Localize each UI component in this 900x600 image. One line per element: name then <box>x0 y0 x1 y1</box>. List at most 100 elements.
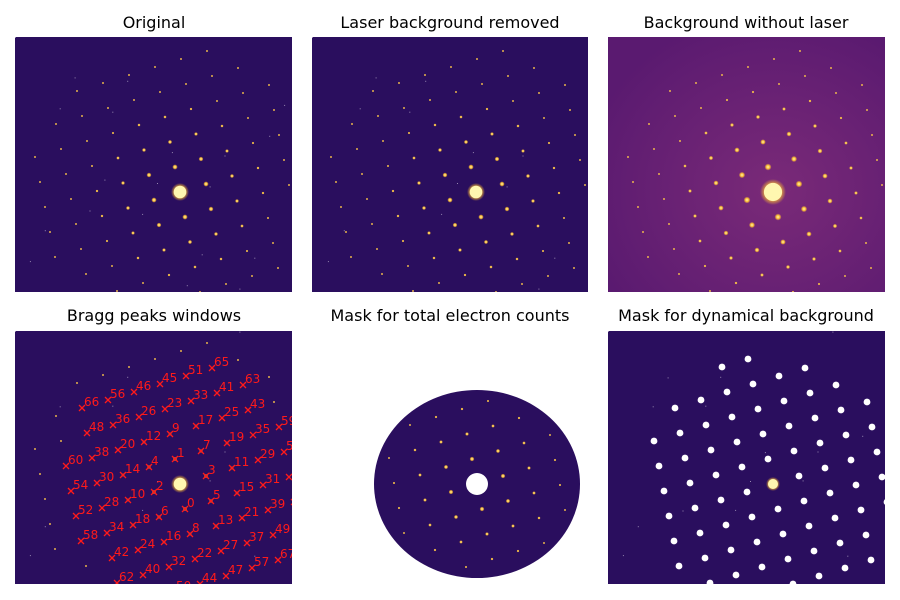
bragg-spot <box>869 266 873 270</box>
bragg-spot <box>69 197 73 201</box>
peak-mask <box>784 555 792 563</box>
peak-label: 33 <box>193 388 208 402</box>
bragg-spot <box>357 440 359 442</box>
bragg-spot <box>511 99 515 103</box>
bragg-spot <box>346 523 348 525</box>
peak-mask <box>717 496 725 504</box>
bragg-spot <box>167 273 171 277</box>
bragg-spot <box>158 90 162 94</box>
peak-mask <box>743 488 751 496</box>
bragg-spot <box>499 181 505 187</box>
bragg-spot <box>156 222 162 228</box>
noise-pixel <box>764 452 766 454</box>
peak-mask <box>732 571 740 579</box>
peak-label: 24 <box>140 537 155 551</box>
bragg-spot <box>241 91 245 95</box>
bragg-spot <box>491 424 495 428</box>
bragg-spot <box>569 400 573 404</box>
bragg-spot <box>798 49 802 53</box>
peak-label: 12 <box>146 429 161 443</box>
bragg-spot <box>677 272 681 276</box>
peak-marker <box>165 563 173 571</box>
bragg-spot <box>477 350 479 352</box>
peak-marker <box>269 531 277 539</box>
bragg-spot <box>458 248 462 252</box>
peak-marker <box>109 421 117 429</box>
peak-label: 57 <box>254 555 269 569</box>
peak-mask <box>655 462 663 470</box>
peak-label: 35 <box>255 422 270 436</box>
bragg-spot <box>693 214 697 218</box>
peak-mask <box>681 454 689 462</box>
title-mask-dynamical-background: Mask for dynamical background <box>618 306 874 325</box>
peak-marker <box>161 405 169 413</box>
bragg-spot <box>411 289 415 292</box>
bragg-spot <box>782 107 786 111</box>
bragg-spot <box>54 122 58 126</box>
peak-label: 66 <box>84 395 99 409</box>
noise-pixel <box>254 555 256 557</box>
peak-mask <box>670 537 678 545</box>
bragg-spot <box>553 458 557 462</box>
bragg-spot <box>482 375 484 377</box>
peak-mask <box>780 397 788 405</box>
peak-mask <box>754 405 762 413</box>
bragg-spot <box>407 131 411 135</box>
peak-mask <box>863 398 871 406</box>
noise-pixel <box>239 331 241 333</box>
bragg-spot <box>678 139 682 143</box>
bragg-spot <box>59 147 63 151</box>
peak-mask <box>795 472 803 480</box>
bragg-spot <box>720 73 724 77</box>
peak-mask <box>722 521 730 529</box>
bragg-spot <box>219 257 223 261</box>
bragg-spot <box>64 172 68 176</box>
peak-label: 23 <box>167 396 182 410</box>
peak-mask <box>790 447 798 455</box>
bragg-spot <box>432 256 436 260</box>
bragg-spot <box>542 116 546 120</box>
bragg-spot <box>392 481 396 485</box>
noise-pixel <box>59 108 61 110</box>
bragg-spot <box>373 382 375 384</box>
bragg-spot <box>208 206 214 212</box>
bragg-spot <box>267 83 271 87</box>
peak-label: 50 <box>176 579 191 584</box>
bragg-spot <box>672 247 676 251</box>
bragg-spot <box>408 423 412 427</box>
bragg-spot <box>80 114 84 118</box>
bragg-spot <box>522 441 526 445</box>
bragg-spot <box>469 456 475 462</box>
peak-label: 48 <box>89 420 104 434</box>
bragg-spot <box>517 416 521 420</box>
peak-marker <box>166 430 174 438</box>
bragg-spot <box>683 164 687 168</box>
bragg-spot <box>573 133 577 137</box>
peak-label: 51 <box>188 363 203 377</box>
bragg-spot <box>423 498 427 502</box>
peak-label: 2 <box>156 479 164 493</box>
bragg-spot <box>43 205 47 209</box>
peak-mask <box>847 456 855 464</box>
bragg-spot <box>425 366 427 368</box>
bragg-spot <box>452 222 458 228</box>
bragg-spot <box>500 473 506 479</box>
bragg-spot <box>272 400 276 404</box>
peak-mask <box>712 471 720 479</box>
bragg-spot <box>266 216 270 220</box>
bragg-spot <box>350 122 354 126</box>
bragg-spot <box>100 214 104 218</box>
bragg-spot <box>864 241 868 245</box>
bragg-spot <box>459 115 463 119</box>
bragg-spot <box>203 181 209 187</box>
bragg-spot <box>198 290 202 292</box>
image-laser-removed <box>312 37 588 292</box>
noise-pixel <box>142 213 144 215</box>
peak-mask <box>748 513 756 521</box>
bragg-spot <box>468 164 474 170</box>
bragg-spot <box>399 374 401 376</box>
bragg-spot <box>567 241 571 245</box>
bragg-spot <box>854 191 858 195</box>
bragg-spot <box>153 357 157 361</box>
bragg-spot <box>205 341 209 345</box>
